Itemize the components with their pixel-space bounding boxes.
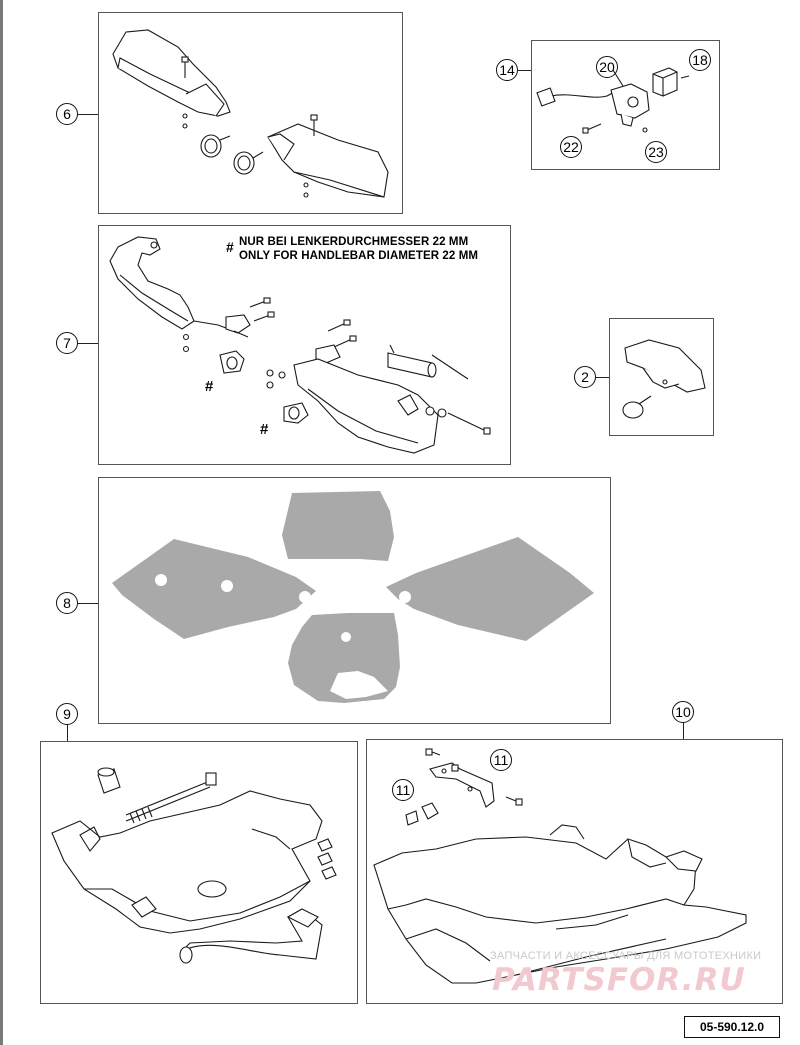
callout-11-upper[interactable]: 11 (490, 749, 512, 771)
leader-10 (683, 722, 684, 739)
callout-8[interactable]: 8 (56, 592, 78, 614)
decal-front-plate (282, 491, 394, 561)
callout-20[interactable]: 20 (596, 56, 618, 78)
watermark-text: ЗАПЧАСТИ И АКСЕССУАРЫ ДЛЯ МОТОТЕХНИКИ (490, 950, 762, 962)
decal-right-side (386, 537, 594, 641)
document-number: 05-590.12.0 (684, 1016, 780, 1038)
leader-2 (596, 377, 609, 378)
decal-left-side (112, 539, 316, 639)
note-line-2: ONLY FOR HANDLEBAR DIAMETER 22 MM (239, 250, 479, 262)
decal-kit-drawing (112, 491, 594, 703)
leader-14 (518, 70, 531, 71)
handguard-22mm-drawing (109, 236, 491, 454)
callout-11-lower[interactable]: 11 (392, 779, 414, 801)
skid-plate-10-drawing (373, 748, 747, 984)
note-line-1: NUR BEI LENKERDURCHMESSER 22 MM (239, 236, 469, 248)
watermark-logo: PARTSFOR.RU (492, 962, 746, 998)
callout-10[interactable]: 10 (672, 701, 694, 723)
callout-7[interactable]: 7 (56, 332, 78, 354)
callout-2[interactable]: 2 (574, 366, 596, 388)
leader-8 (78, 603, 98, 604)
callout-23[interactable]: 23 (645, 141, 667, 163)
leader-7 (78, 343, 98, 344)
callout-18[interactable]: 18 (689, 49, 711, 71)
callout-9[interactable]: 9 (56, 703, 78, 725)
leader-9 (67, 724, 68, 741)
callout-6[interactable]: 6 (56, 103, 78, 125)
note-symbol: # (226, 239, 234, 255)
page-edge (0, 0, 3, 1045)
leader-6 (78, 114, 98, 115)
callout-22[interactable]: 22 (560, 136, 582, 158)
cover-drawing (622, 339, 706, 419)
marker-hash-1: # (205, 378, 214, 395)
handguard-set-drawing (112, 29, 389, 198)
callout-14[interactable]: 14 (496, 59, 518, 81)
skid-plate-9-drawing (51, 767, 337, 964)
bracket-kit-drawing (536, 67, 690, 134)
marker-hash-2: # (260, 421, 269, 438)
box-handguard-22mm (98, 225, 511, 465)
